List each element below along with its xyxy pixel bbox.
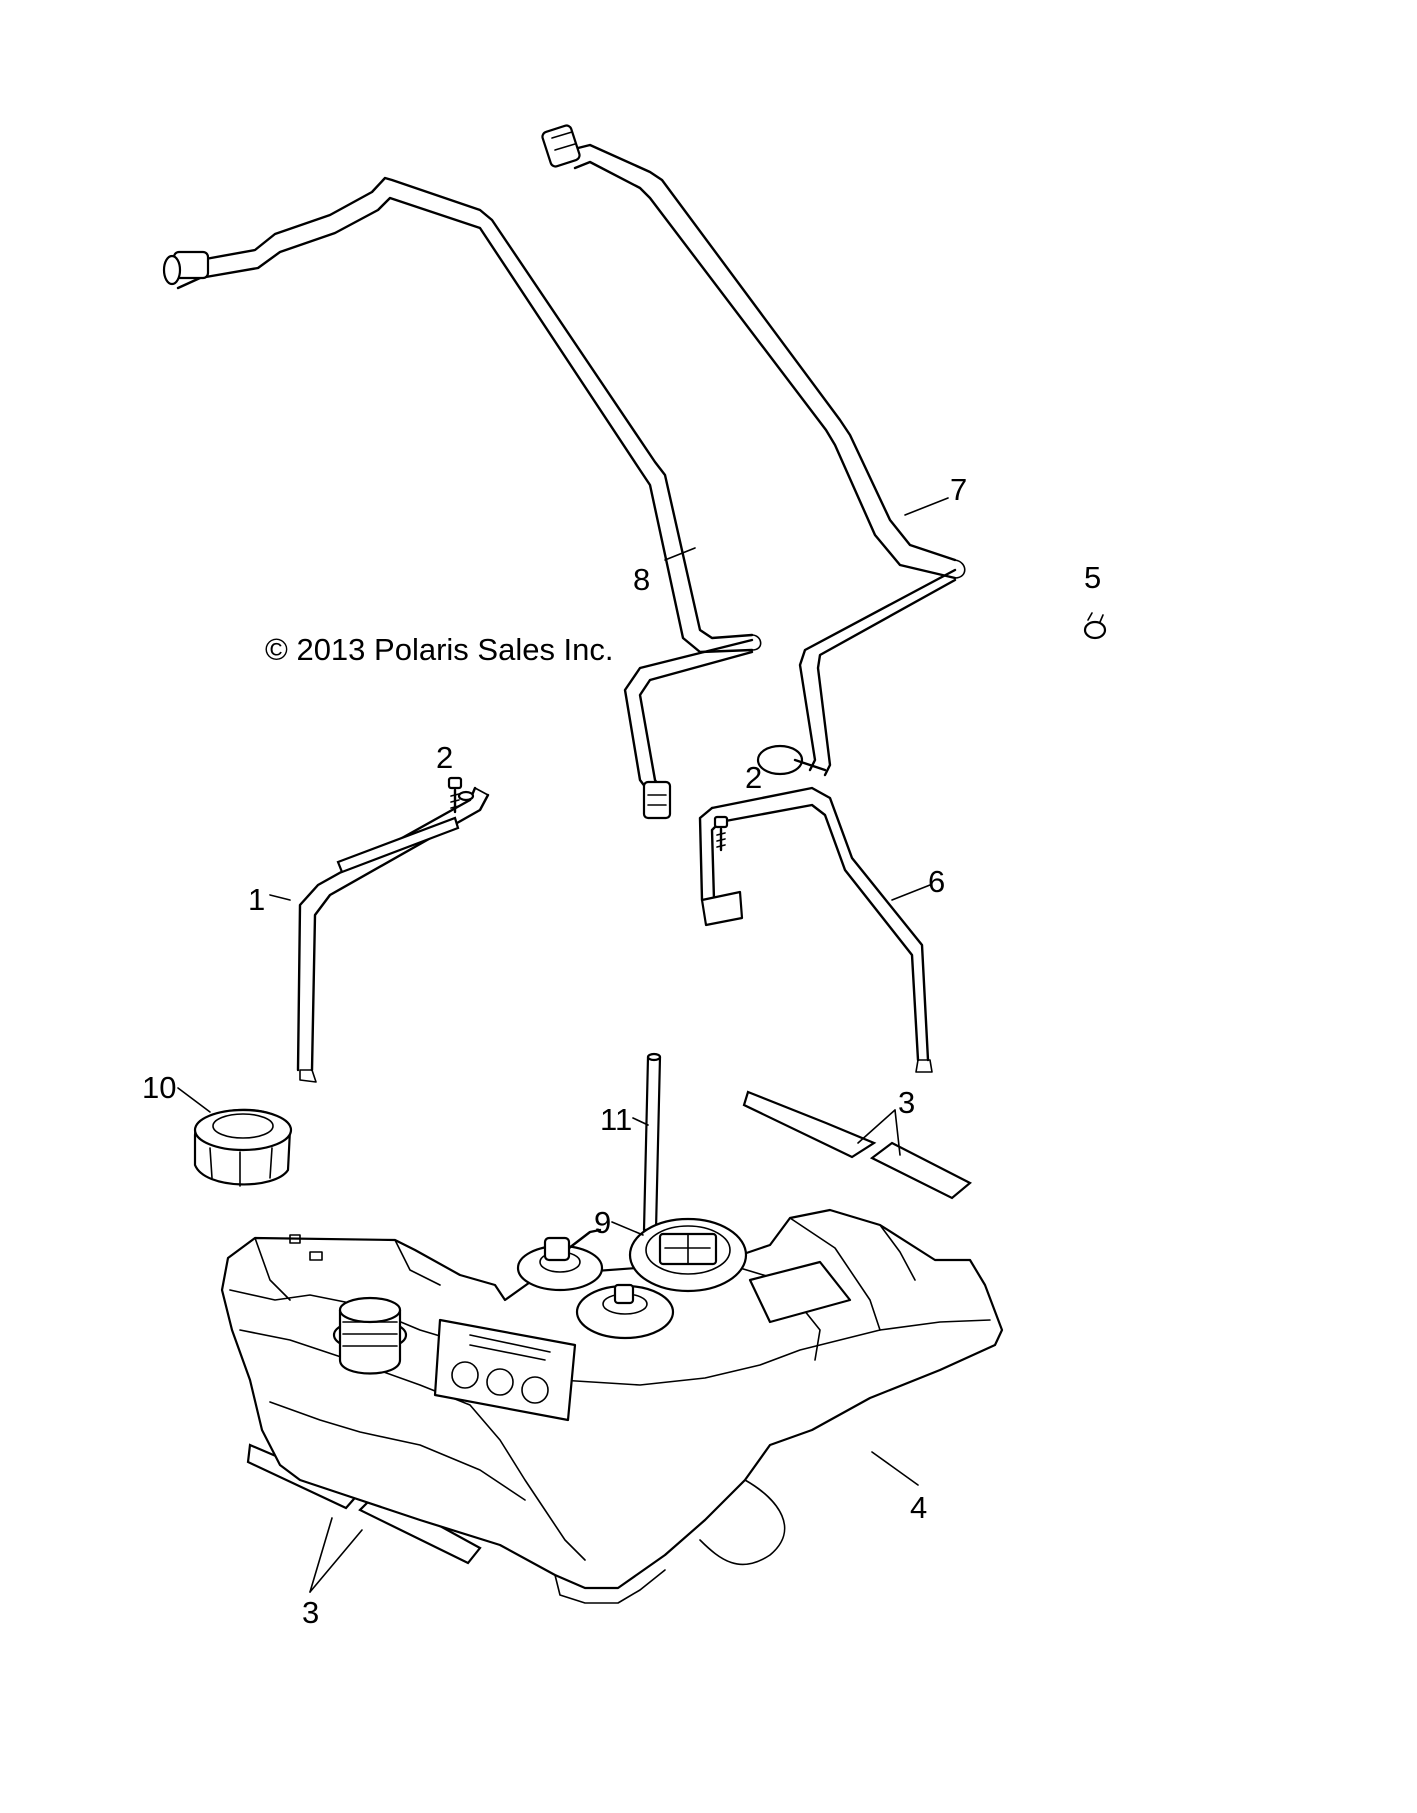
callout-3-upper: 3 — [898, 1085, 915, 1120]
part-1-tank-strap — [296, 786, 490, 1083]
leader-lines — [177, 497, 949, 1593]
leader-line-10 — [177, 1087, 211, 1113]
part-2-screw-left — [447, 776, 463, 814]
part-4-fuel-tank — [220, 1208, 1004, 1604]
part-7-fuel-line — [541, 124, 966, 777]
callout-8: 8 — [633, 562, 650, 597]
callout-11: 11 — [600, 1102, 632, 1137]
part-2-screw-right — [713, 815, 729, 852]
callout-6: 6 — [928, 864, 945, 899]
part-1-strap-pad — [336, 816, 460, 874]
part-8-fuel-line — [162, 176, 762, 820]
part-3-pads-upper — [742, 1090, 972, 1200]
leader-line-3-lower-b — [309, 1529, 363, 1593]
callout-2-right: 2 — [745, 760, 762, 795]
leader-line-3-upper-b — [894, 1109, 901, 1156]
part-6-tank-strap — [698, 786, 933, 1073]
callout-4: 4 — [910, 1490, 927, 1525]
leader-line-3-lower-a — [309, 1517, 333, 1593]
part-5-clip — [1083, 612, 1107, 640]
callout-1: 1 — [248, 882, 265, 917]
callout-5: 5 — [1084, 560, 1101, 595]
callout-7: 7 — [950, 472, 967, 507]
leader-line-3-upper-a — [857, 1109, 896, 1144]
callout-9: 9 — [594, 1205, 611, 1240]
leader-line-7 — [904, 497, 949, 516]
leader-line-11 — [632, 1117, 649, 1126]
callout-3-lower: 3 — [302, 1595, 319, 1630]
leader-line-8 — [664, 547, 696, 561]
leader-line-6 — [891, 884, 931, 901]
callout-10: 10 — [142, 1070, 176, 1105]
copyright-notice: © 2013 Polaris Sales Inc. — [265, 632, 614, 667]
part-11-hose — [642, 1052, 662, 1232]
leader-line-1 — [269, 894, 291, 901]
leader-line-9 — [611, 1221, 644, 1236]
part-10-fuel-cap — [193, 1108, 293, 1187]
callout-2-left: 2 — [436, 740, 453, 775]
leader-line-4 — [871, 1451, 919, 1486]
